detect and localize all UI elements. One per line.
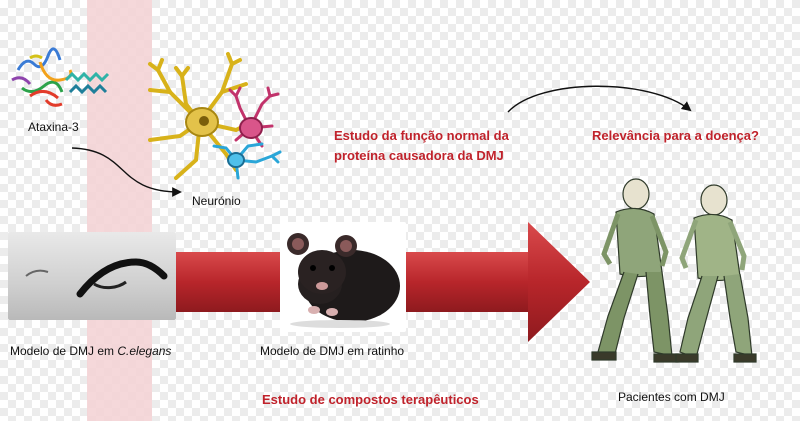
- mouse-image: [280, 222, 406, 332]
- ataxin-label: Ataxina-3: [28, 120, 79, 134]
- therapeutic-label: Estudo de compostos terapêuticos: [262, 392, 479, 407]
- arc-arrow-relevance: [507, 85, 692, 113]
- highlight-band: [87, 0, 152, 421]
- study-normal-line2: proteína causadora da DMJ: [334, 148, 504, 163]
- relevance-label: Relevância para a doença?: [592, 128, 759, 143]
- protein-structure-icon: [11, 47, 110, 107]
- model-celegans-species: C.elegans: [117, 344, 172, 358]
- worm-image: [8, 232, 176, 320]
- model-mouse-label: Modelo de DMJ em ratinho: [260, 344, 405, 358]
- main-red-arrow: [176, 222, 590, 342]
- patients-illustration: [591, 178, 757, 363]
- neuron-label: Neurónio: [192, 194, 241, 208]
- study-normal-line1: Estudo da função normal da: [334, 128, 509, 143]
- neuron-cells-icon: [148, 52, 282, 180]
- patients-label: Pacientes com DMJ: [618, 390, 725, 404]
- curved-arrow-ataxin-neuron: [71, 147, 182, 197]
- model-celegans-prefix: Modelo de DMJ em: [10, 344, 118, 358]
- model-celegans-label: Modelo de DMJ em C.elegans: [10, 344, 171, 358]
